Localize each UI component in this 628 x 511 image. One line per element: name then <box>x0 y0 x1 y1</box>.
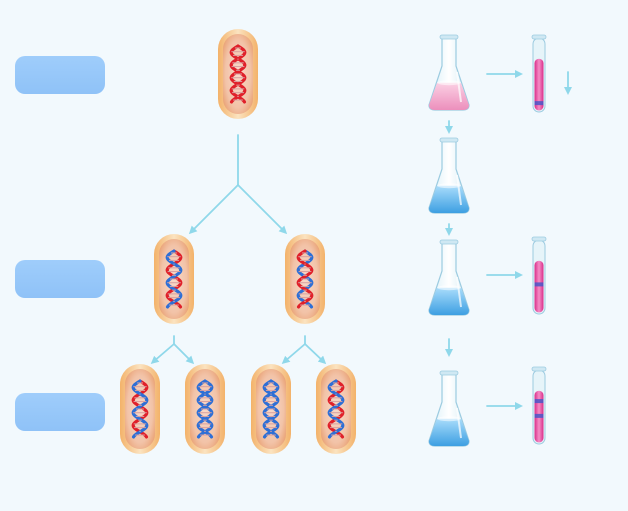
generation-0-label <box>15 56 105 94</box>
tube-liquid <box>534 260 544 313</box>
liquid-surface <box>437 285 461 291</box>
dna-band <box>534 101 544 106</box>
flask-rim <box>439 137 459 143</box>
centrifuge-tube-0 <box>531 34 547 113</box>
bacterium-cell-1 <box>154 234 194 324</box>
tree-arrow-left <box>188 184 239 235</box>
generation-2-label <box>15 393 105 431</box>
tree-arrow-g2d <box>304 343 327 365</box>
centrifuge-tube-1 <box>531 236 547 315</box>
flask-0 <box>428 34 470 111</box>
tube-rim <box>531 366 547 372</box>
dna-band <box>534 399 544 404</box>
generation-1-label <box>15 260 105 298</box>
dna-band <box>534 282 544 287</box>
tree-arrow-g2a <box>150 343 175 364</box>
bacterium-cell-6 <box>316 364 356 454</box>
tube-liquid <box>534 58 544 111</box>
bacterium-cell-5 <box>251 364 291 454</box>
liquid-surface <box>437 416 461 422</box>
glass-highlight <box>456 407 462 439</box>
bacterium-cell-2 <box>285 234 325 324</box>
liquid-surface <box>437 80 461 86</box>
liquid-surface <box>437 183 461 189</box>
flask-rim <box>439 370 459 376</box>
tube-rim <box>531 236 547 242</box>
tree-arrow-g2c <box>281 343 306 364</box>
flask-2 <box>428 239 470 316</box>
glass-highlight <box>456 276 462 308</box>
dna-band <box>534 413 544 418</box>
centrifuge-tube-2 <box>531 366 547 445</box>
flask-rim <box>439 34 459 40</box>
glass-highlight <box>456 71 462 103</box>
bacterium-cell-0 <box>218 29 258 119</box>
bacterium-cell-3 <box>120 364 160 454</box>
tree-arrow-g2b <box>173 343 195 365</box>
tree-arrow-right <box>237 184 288 235</box>
flask-1 <box>428 137 470 214</box>
flask-rim <box>439 239 459 245</box>
bacterium-cell-4 <box>185 364 225 454</box>
tube-rim <box>531 34 547 40</box>
flask-3 <box>428 370 470 447</box>
glass-highlight <box>456 174 462 206</box>
